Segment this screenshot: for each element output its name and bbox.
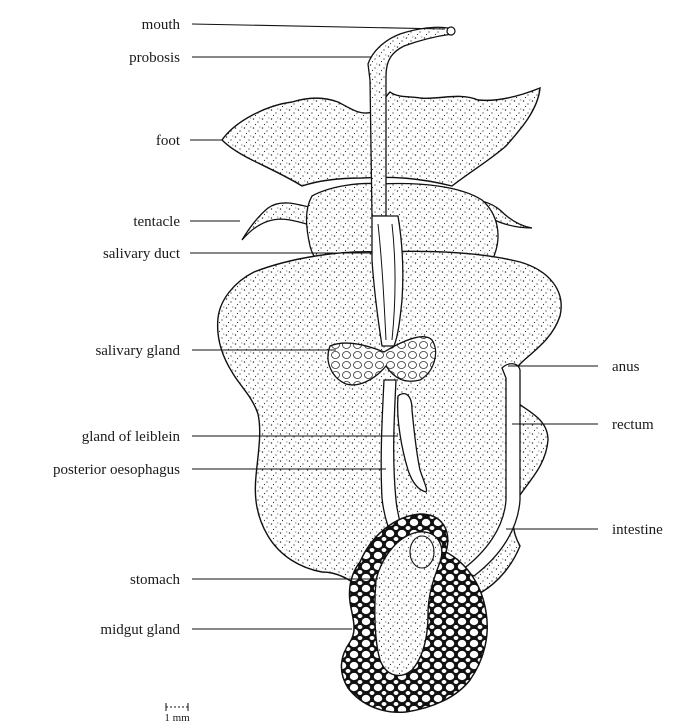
label-posterior-oesophagus: posterior oesophagus [53, 462, 180, 478]
label-mouth: mouth [142, 17, 181, 33]
label-salivary-duct: salivary duct [103, 246, 181, 262]
label-intestine: intestine [612, 522, 663, 538]
label-proboscis: probosis [129, 50, 180, 66]
label-salivary-gland: salivary gland [95, 343, 180, 359]
left-labels: mouth probosis foot tentacle salivary du… [53, 17, 181, 638]
right-labels: anus rectum intestine [612, 359, 663, 538]
label-foot: foot [156, 133, 181, 149]
scale-bar-label: 1 mm [164, 712, 190, 724]
label-tentacle: tentacle [133, 214, 180, 230]
label-gland-of-leiblein: gland of leiblein [82, 429, 181, 445]
stomach-lobe [410, 536, 434, 568]
scale-bar: 1 mm [164, 703, 190, 724]
label-anus: anus [612, 359, 640, 375]
label-rectum: rectum [612, 417, 654, 433]
label-midgut-gland: midgut gland [100, 622, 180, 638]
label-stomach: stomach [130, 572, 180, 588]
mouth-opening [447, 27, 455, 35]
